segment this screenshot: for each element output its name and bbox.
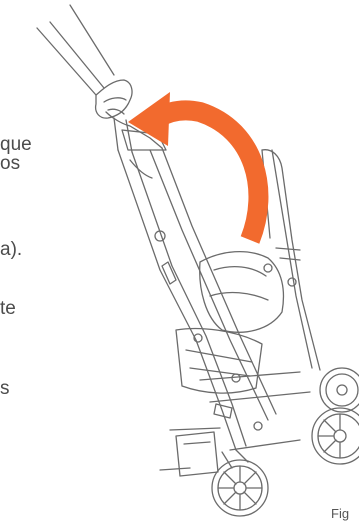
seat-fabric <box>200 252 284 333</box>
rear-wheel <box>312 408 359 464</box>
arm-outline <box>37 28 96 95</box>
hand-outline <box>96 80 132 118</box>
front-wheel <box>212 460 268 516</box>
basket <box>176 329 262 394</box>
stroller-line-art <box>37 5 359 516</box>
rear-wheel-back <box>320 368 359 412</box>
fold-direction-arrow <box>128 92 258 240</box>
